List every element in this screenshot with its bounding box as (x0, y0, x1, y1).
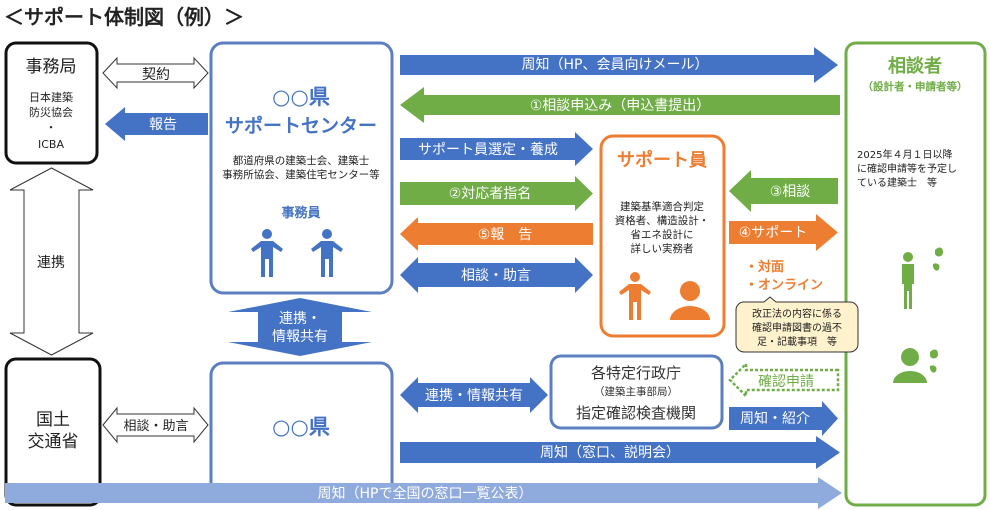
info-share-arrow (400, 377, 548, 413)
confirm-apply-label: 確認申請 (758, 374, 814, 390)
supporter-person-icon (619, 272, 651, 320)
support-center-desc: 事務所協会、建築住宅センター等 (222, 168, 380, 181)
supporter-desc: 建築基準適合判定 (620, 200, 704, 213)
report5-arrow (400, 217, 593, 251)
select-train-label: サポート員選定・養成 (418, 141, 558, 158)
report5-label: ⑤報 告 (478, 227, 533, 243)
callout-box (735, 296, 859, 353)
secretariat-line: ICBA (38, 138, 64, 151)
secretariat-box (4, 41, 99, 165)
staff-person-icon (311, 229, 343, 277)
notice-national-label: 周知（HPで全国の窓口一覧公表） (318, 485, 533, 502)
mlit-line: 国土 (36, 410, 70, 430)
callout-line: 足・記載事項 等 (757, 335, 837, 348)
support-mode: ・対面 (745, 259, 784, 275)
info-share-vertical-label: 連携・ (279, 311, 321, 327)
advice-label: 相談・助言 (461, 268, 531, 284)
support-center-desc: 都道府県の建築士会、建築士 (233, 154, 370, 167)
notice-hp-arrow (400, 47, 838, 83)
cooperation-arrow (9, 167, 94, 356)
notice-intro-arrow (729, 401, 838, 436)
supporter-desc: 省エネ設計に (631, 228, 694, 241)
assign-arrow (400, 176, 593, 211)
notice-window-arrow (400, 436, 840, 469)
consult3-label: ③相談 (770, 184, 811, 200)
report-label: 報告 (149, 117, 177, 133)
supporter-desc: 詳しい実務者 (631, 242, 694, 255)
apply-label: ①相談申込み（申込書提出） (530, 98, 711, 114)
report-arrow (105, 107, 208, 141)
consult3-arrow (729, 170, 838, 212)
staff-label: 事務員 (281, 205, 320, 221)
mlit-line: 交通省 (28, 432, 79, 452)
secretariat-line: ・ (46, 121, 57, 134)
headset-person-icon (670, 278, 710, 320)
support-mode: ・オンライン (745, 278, 823, 293)
prefecture-title: ○○県 (272, 415, 330, 439)
notice-national-arrow (5, 477, 842, 509)
consultant-title: 相談者 (888, 55, 942, 77)
info-share-vertical-arrow (228, 298, 372, 356)
support-center-title: サポートセンター (225, 114, 377, 137)
notice-hp-label: 周知（HP、会員向けメール） (522, 56, 709, 73)
mlit-advice-arrow (102, 406, 209, 444)
consultant-headset-icon (893, 346, 938, 383)
apply-arrow (400, 87, 840, 123)
consultant-desc: 2025年４月１日以降 (857, 148, 952, 161)
consultant-person-icon (902, 247, 943, 309)
callout-line: 確認申請図書の過不 (752, 321, 842, 334)
support-center-box (209, 41, 394, 295)
secretariat-line: 日本建築 (29, 90, 73, 104)
select-train-arrow (400, 132, 593, 166)
secretariat-line: 防災協会 (29, 105, 73, 119)
consultant-subtitle: （設計者・申請者等） (863, 80, 968, 93)
cooperation-label: 連携 (37, 255, 65, 271)
assign-label: ②対応者指名 (449, 186, 532, 202)
contract-label: 契約 (142, 67, 170, 83)
advice-arrow (400, 257, 593, 293)
confirm-apply-arrow (728, 360, 840, 400)
secretariat-title: 事務局 (26, 57, 77, 77)
supporter-desc: 資格者、構造設計・ (615, 214, 710, 227)
support4-label: ④サポート (739, 225, 808, 241)
notice-window-label: 周知（窓口、説明会） (540, 444, 680, 461)
staff-person-icon (251, 229, 283, 277)
supporter-title: サポート員 (617, 149, 707, 171)
diagram-title: ＜サポート体制図（例）＞ (4, 5, 244, 29)
mlit-advice-label: 相談・助言 (123, 418, 188, 434)
mlit-box (4, 357, 102, 507)
agency-line: （建築主事部局） (594, 385, 678, 398)
support4-arrow (729, 214, 838, 251)
callout-line: 改正法の内容に係る (752, 307, 842, 320)
consultant-desc: に確認申請等を予定し (857, 162, 957, 175)
support-center-title: ○○県 (272, 85, 330, 109)
consultant-box (844, 41, 987, 507)
info-share-vertical-label: 情報共有 (272, 329, 328, 345)
contract-arrow (102, 56, 209, 90)
agency-line: 各特定行政庁 (591, 364, 681, 382)
agency-box (549, 354, 724, 430)
notice-intro-label: 周知・紹介 (740, 410, 810, 427)
consultant-desc: ている建築士 等 (857, 176, 937, 189)
info-share-label: 連携・情報共有 (425, 388, 523, 404)
agency-line: 指定確認検査機関 (576, 404, 696, 422)
